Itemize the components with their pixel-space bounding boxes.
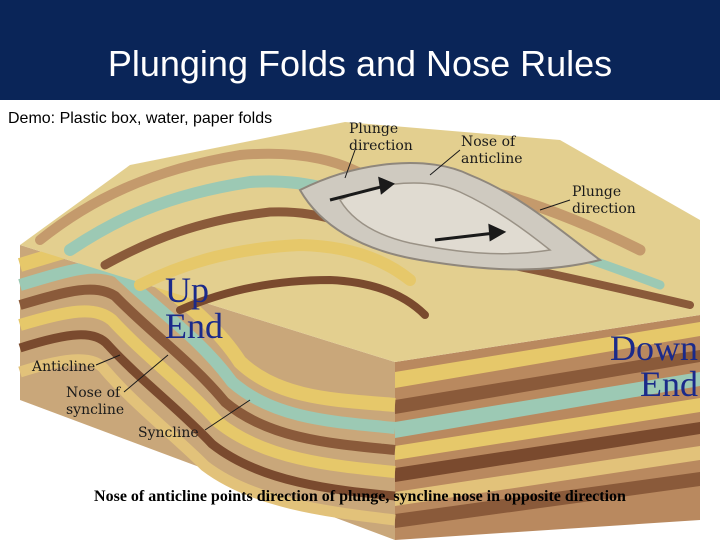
callout-down-end: Down End xyxy=(610,328,698,404)
label-leader-lines xyxy=(95,149,571,431)
callout-up-end: Up End xyxy=(165,270,223,346)
right-face-strata xyxy=(395,322,700,528)
plunge-arrows xyxy=(329,176,507,242)
label-plunge-direction-right: Plunge direction xyxy=(572,184,636,217)
title-bar xyxy=(0,0,720,100)
plunging-fold-block-diagram xyxy=(17,122,700,540)
label-nose-of-anticline: Nose of anticline xyxy=(461,134,523,167)
label-syncline: Syncline xyxy=(138,425,199,441)
slide-title: Plunging Folds and Nose Rules xyxy=(107,43,613,84)
label-plunge-direction-left: Plunge direction xyxy=(349,121,413,154)
label-nose-of-syncline: Nose of syncline xyxy=(66,385,125,418)
slide-caption: Nose of anticline points direction of pl… xyxy=(94,488,626,505)
label-anticline: Anticline xyxy=(32,359,96,375)
demo-note: Demo: Plastic box, water, paper folds xyxy=(8,110,273,127)
